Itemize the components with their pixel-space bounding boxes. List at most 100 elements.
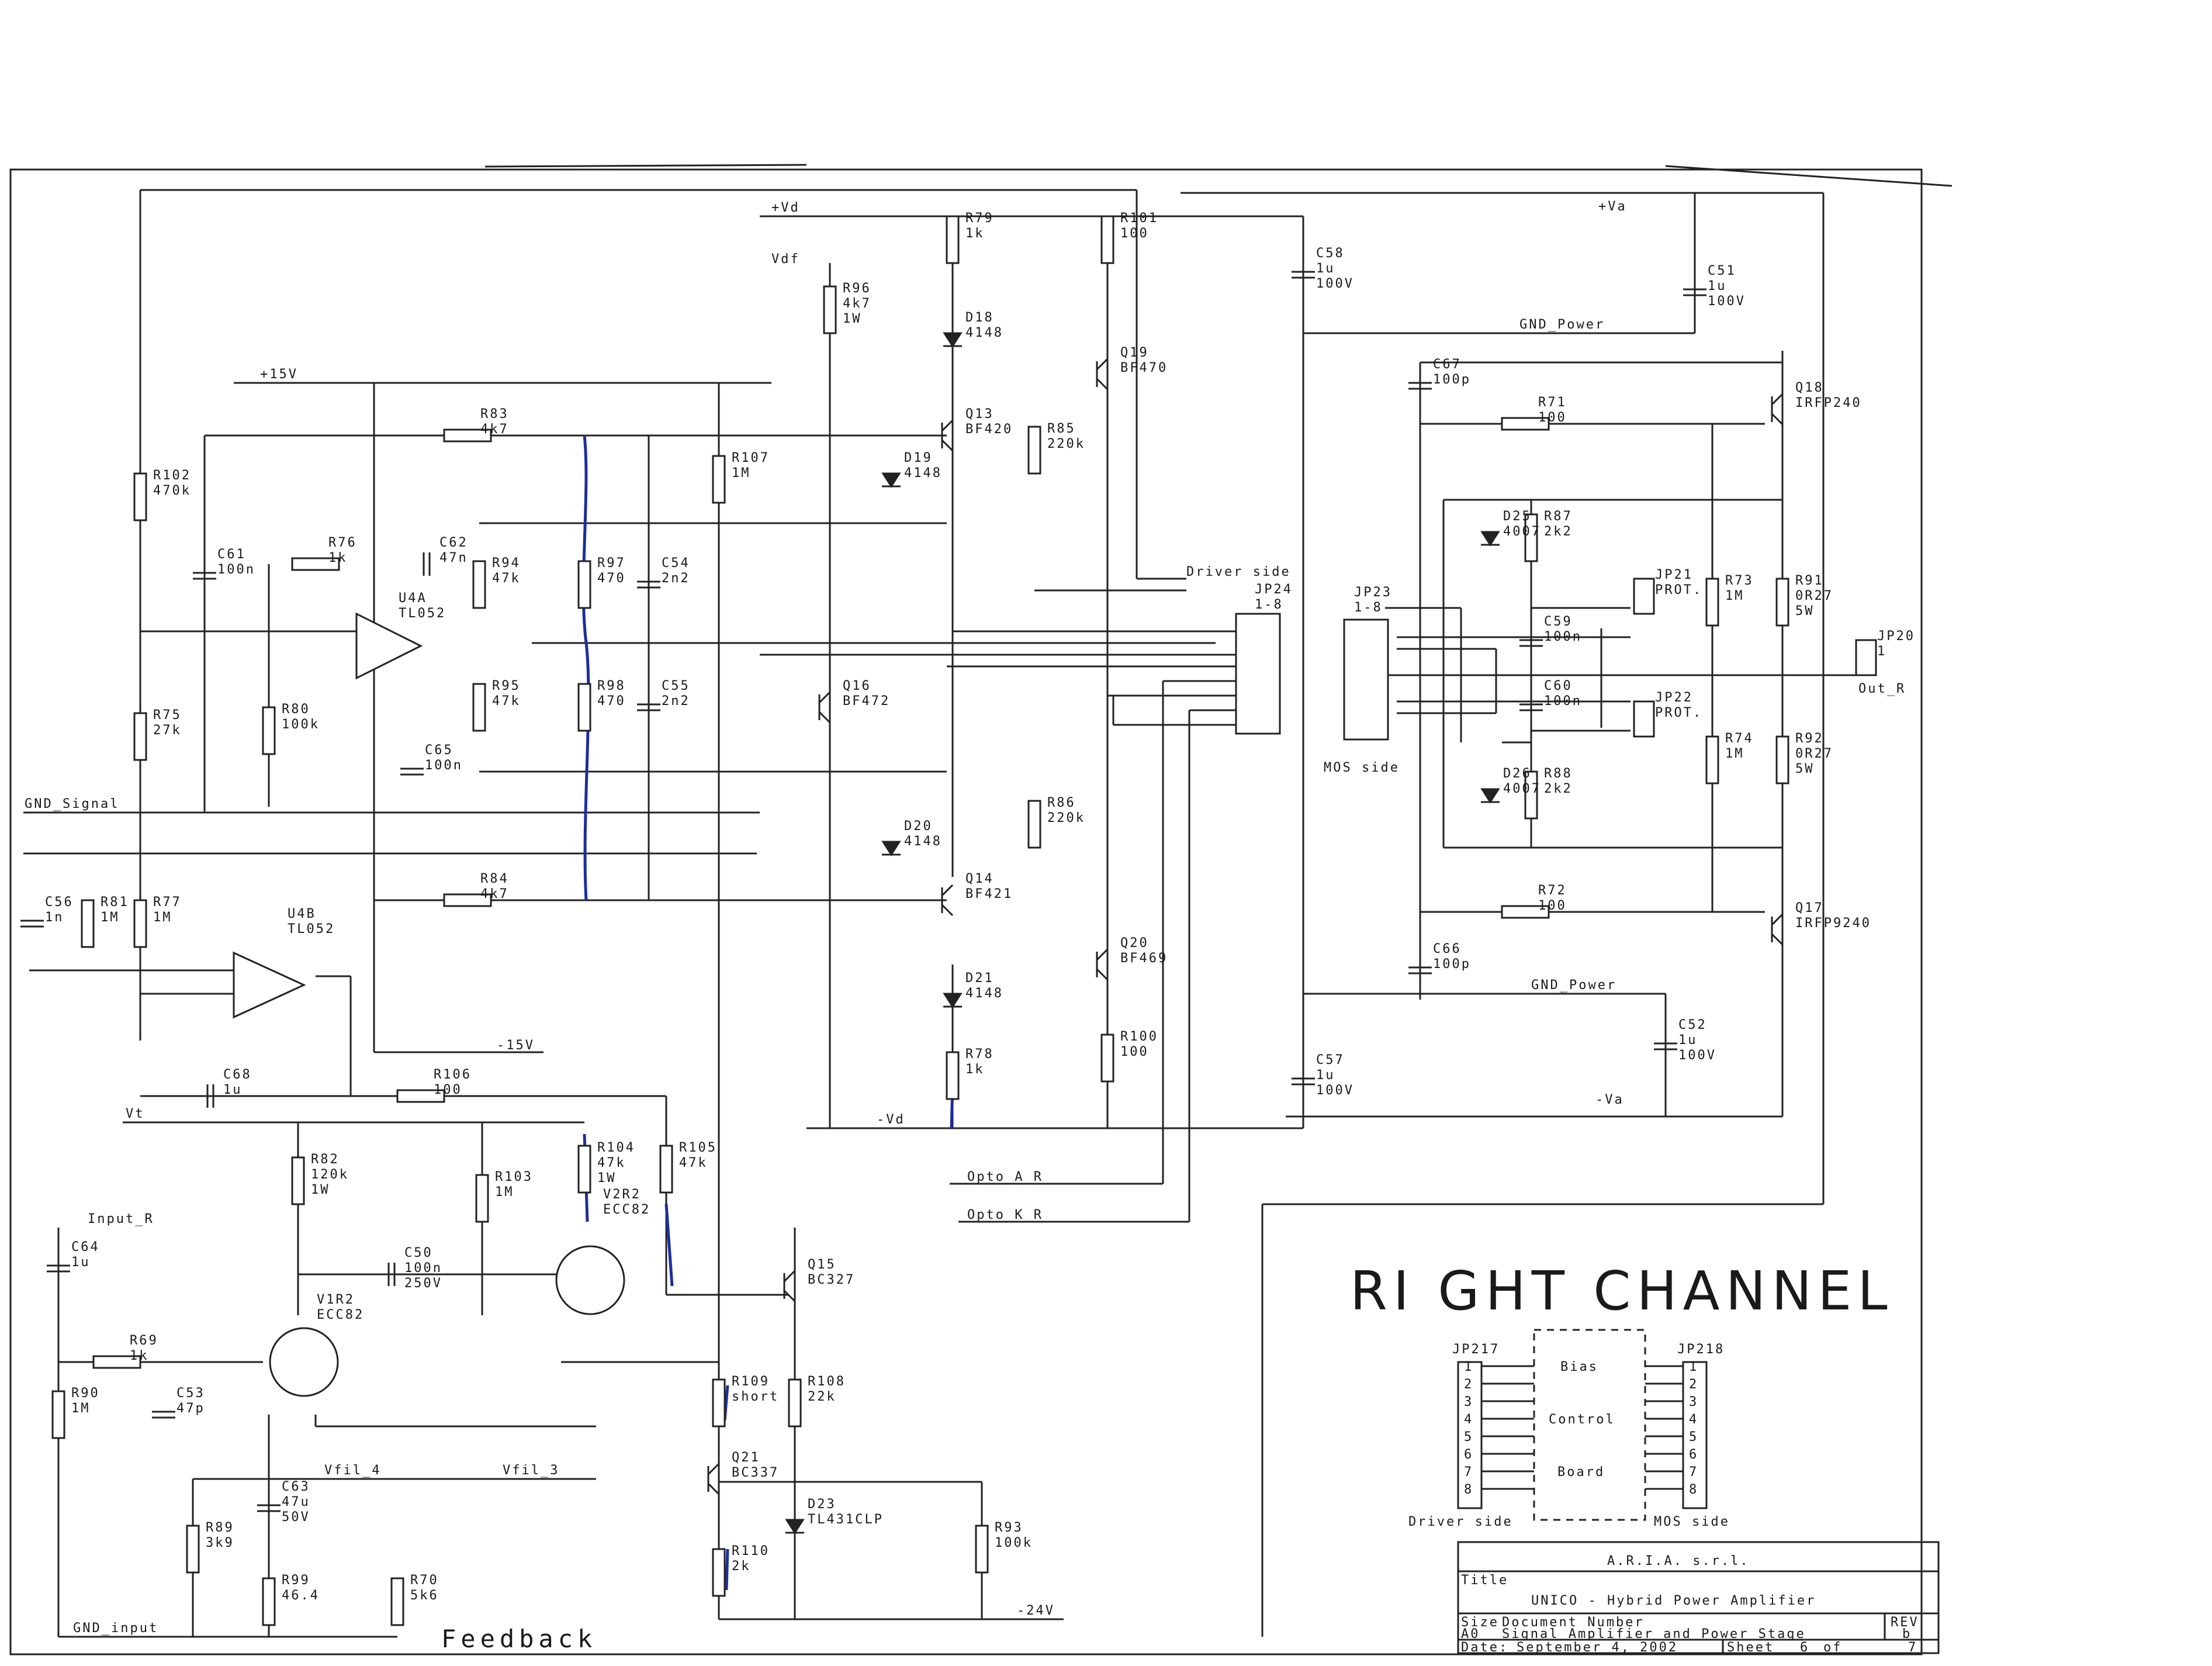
r74-value: 1M <box>1725 746 1744 761</box>
c68-value: 1u <box>223 1083 243 1097</box>
r84-part <box>443 893 492 907</box>
jp23-ref: JP23 <box>1354 585 1392 600</box>
c50-value-2: 250V <box>404 1276 442 1291</box>
c63-value-2: 50V <box>282 1510 310 1525</box>
c52-value: 1u <box>1678 1033 1698 1048</box>
jp217-caption: Driver side <box>1408 1515 1513 1529</box>
jp218-pin: 8 <box>1689 1482 1698 1497</box>
v1r2-value: ECC82 <box>317 1308 364 1322</box>
r108-ref: R108 <box>808 1374 846 1389</box>
c68-ref: C68 <box>223 1067 252 1082</box>
net-vfil4: Vfil_4 <box>324 1463 381 1478</box>
jp24-ref: JP24 <box>1255 582 1293 597</box>
r103-part <box>475 1174 489 1223</box>
r92-value: 0R27 <box>1795 746 1833 761</box>
r107-value: 1M <box>732 466 751 481</box>
d21-value: 4148 <box>965 986 1003 1001</box>
r99-ref: R99 <box>282 1573 310 1588</box>
r105-part <box>659 1145 673 1194</box>
feedback-label: Feedback <box>441 1624 597 1653</box>
v2r2-value: ECC82 <box>603 1202 650 1217</box>
c62-value: 47n <box>439 551 468 565</box>
r93-part <box>975 1525 989 1574</box>
jp217-label: JP217 <box>1452 1342 1500 1357</box>
bias-board-line-3: Board <box>1557 1465 1605 1480</box>
r80-part <box>262 706 276 755</box>
r91-ref: R91 <box>1795 573 1824 588</box>
net-driver-side: Driver side <box>1186 565 1291 579</box>
q20-value: BF469 <box>1120 951 1168 966</box>
c63-ref: C63 <box>282 1480 310 1494</box>
v2r2-tube <box>555 1245 625 1315</box>
r86-ref: R86 <box>1047 796 1076 810</box>
r86-value: 220k <box>1047 811 1085 825</box>
net-v15-pos: +15V <box>260 367 298 382</box>
c62-ref: C62 <box>439 535 468 550</box>
r70-ref: R70 <box>410 1573 439 1588</box>
r71-value: 100 <box>1538 410 1567 425</box>
c52-ref: C52 <box>1678 1018 1707 1032</box>
d23-value: TL431CLP <box>808 1512 884 1527</box>
r84-ref: R84 <box>480 872 509 886</box>
net-v24-neg: -24V <box>1017 1603 1055 1618</box>
d26-part <box>1480 788 1500 804</box>
c59-part <box>1519 639 1543 647</box>
r96-value: 4k7 <box>843 296 871 311</box>
c50-ref: C50 <box>404 1246 433 1260</box>
r109-value: short <box>732 1390 779 1404</box>
r101-value: 100 <box>1120 226 1149 241</box>
c62-part <box>423 552 431 576</box>
r82-ref: R82 <box>311 1152 340 1167</box>
d20-ref: D20 <box>904 819 933 834</box>
d21-part <box>943 993 963 1008</box>
jp218-pin: 4 <box>1689 1412 1698 1427</box>
r82-value: 120k <box>311 1167 349 1182</box>
r104-value: 47k <box>597 1156 626 1170</box>
r109-part <box>712 1378 726 1427</box>
bias-board-line-2: Control <box>1549 1412 1615 1427</box>
r85-part <box>1027 426 1041 475</box>
size-value: A0 <box>1461 1627 1480 1641</box>
q21-value: BC337 <box>732 1465 779 1480</box>
bias-board-line-1: Bias <box>1560 1360 1598 1374</box>
r95-ref: R95 <box>492 679 521 693</box>
net-vfil3: Vfil_3 <box>503 1463 559 1478</box>
of-label: of <box>1823 1640 1843 1655</box>
jp217-pin: 1 <box>1464 1360 1473 1374</box>
c58-value-2: 100V <box>1316 276 1354 291</box>
jp217-pin: 4 <box>1464 1412 1473 1427</box>
r69-ref: R69 <box>130 1333 158 1348</box>
c60-part <box>1519 703 1543 711</box>
c55-ref: C55 <box>662 679 690 693</box>
d18-part <box>943 332 963 348</box>
r75-value: 27k <box>153 723 182 738</box>
q15-ref: Q15 <box>808 1257 836 1272</box>
jp21-part <box>1633 578 1655 615</box>
r85-value: 220k <box>1047 437 1085 451</box>
company-name: A.R.I.A. s.r.l. <box>1607 1554 1750 1568</box>
r96-value-2: 1W <box>843 312 862 326</box>
jp22-ref: JP22 <box>1655 690 1693 705</box>
jp217-pin: 3 <box>1464 1395 1473 1409</box>
net-opto-a: Opto_A_R <box>967 1170 1043 1184</box>
jp218-pin: 2 <box>1689 1377 1698 1392</box>
jp20-part <box>1855 639 1877 676</box>
net-gnd-signal: GND_Signal <box>25 797 119 811</box>
c58-ref: C58 <box>1316 246 1345 261</box>
sheet-heading: RI GHT CHANNEL <box>1350 1260 1893 1322</box>
r78-part <box>946 1051 960 1100</box>
r94-part <box>472 560 486 609</box>
net-out-r: Out_R <box>1858 682 1906 696</box>
r76-value: 1k <box>328 551 348 565</box>
d19-ref: D19 <box>904 451 933 465</box>
d26-ref: D26 <box>1503 766 1532 781</box>
d19-part <box>881 472 901 488</box>
net-vd-neg: -Vd <box>877 1112 905 1127</box>
r102-value: 470k <box>153 483 191 498</box>
r71-part <box>1501 417 1550 431</box>
v1r2-tube <box>269 1327 339 1397</box>
q17-ref: Q17 <box>1795 901 1824 915</box>
r96-ref: R96 <box>843 281 871 296</box>
jp21-value: PROT. <box>1655 583 1702 597</box>
